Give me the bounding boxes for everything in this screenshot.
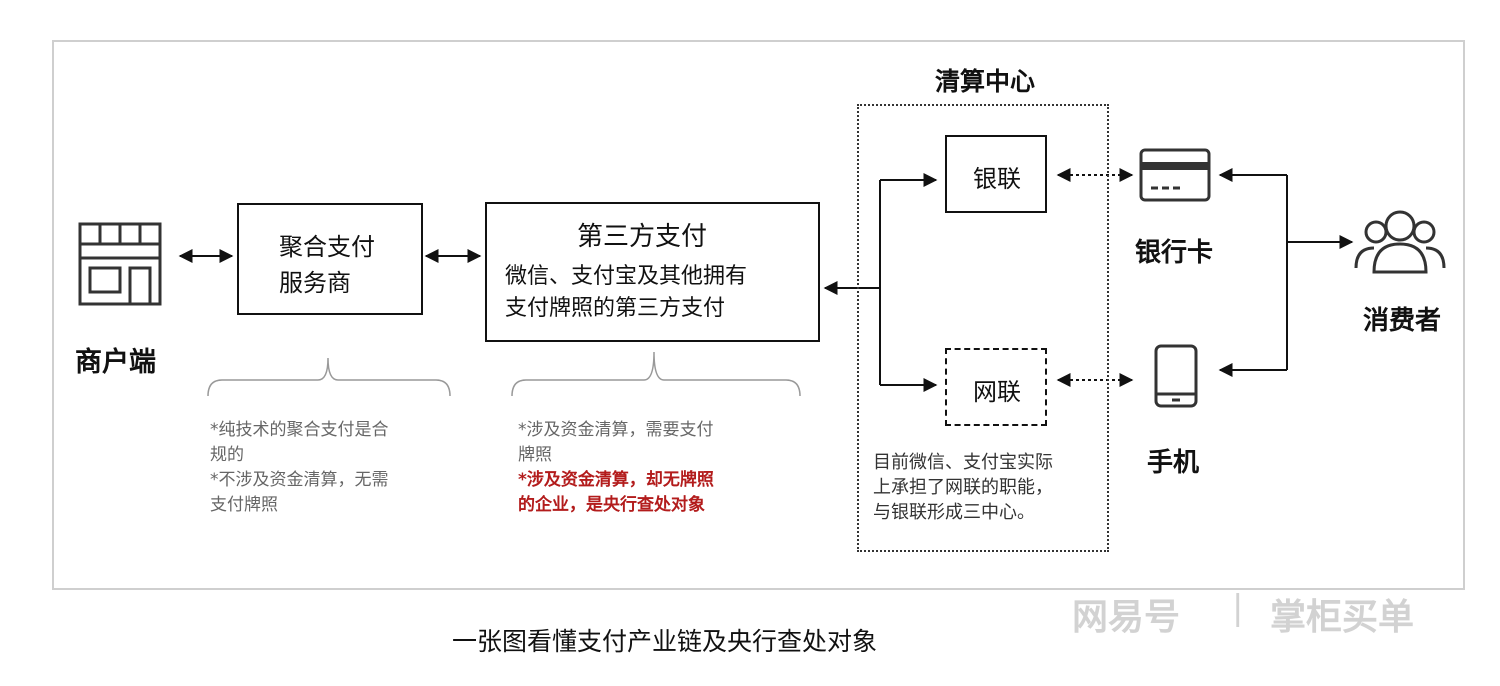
third-party-note-2: 牌照 [518, 445, 552, 465]
aggregator-note-2: 规的 [210, 445, 244, 465]
diagram-frame [52, 40, 1465, 590]
unionpay-label: 银联 [973, 165, 1021, 193]
clearing-note-2: 上承担了网联的职能， [873, 477, 1053, 498]
third-party-notes: *涉及资金清算，需要支付 牌照 *涉及资金清算，却无牌照 的企业，是央行查处对象 [518, 418, 808, 518]
aggregator-line1: 聚合支付 [279, 233, 375, 261]
netunion-label: 网联 [973, 378, 1021, 406]
watermark-right: 掌柜买单 [1270, 597, 1415, 638]
aggregator-box: 聚合支付 服务商 [237, 203, 423, 315]
aggregator-note-3: *不涉及资金清算，无需 [210, 470, 389, 490]
clearing-note-1: 目前微信、支付宝实际 [873, 452, 1053, 473]
third-party-line2: 支付牌照的第三方支付 [505, 296, 726, 321]
watermark-left: 网易号 [1072, 597, 1181, 638]
third-party-box: 第三方支付 微信、支付宝及其他拥有 支付牌照的第三方支付 [485, 202, 820, 342]
watermark-separator: | [1232, 588, 1244, 628]
third-party-title: 第三方支付 [577, 222, 708, 252]
third-party-note-4: 的企业，是央行查处对象 [518, 495, 705, 515]
bank-card-label: 银行卡 [1135, 238, 1214, 268]
aggregator-notes: *纯技术的聚合支付是合 规的 *不涉及资金清算，无需 支付牌照 [210, 418, 460, 518]
aggregator-note-4: 支付牌照 [210, 495, 278, 515]
clearing-center-note: 目前微信、支付宝实际 上承担了网联的职能， 与银联形成三中心。 [873, 450, 1103, 525]
diagram-caption: 一张图看懂支付产业链及央行查处对象 [452, 627, 878, 656]
third-party-line1: 微信、支付宝及其他拥有 [505, 264, 748, 289]
merchant-label: 商户端 [75, 347, 156, 378]
clearing-center-box [857, 104, 1109, 552]
third-party-note-1: *涉及资金清算，需要支付 [518, 420, 714, 440]
netunion-box: 网联 [945, 348, 1047, 426]
brace-thirdparty [511, 351, 801, 397]
clearing-note-3: 与银联形成三中心。 [873, 502, 1035, 523]
aggregator-note-1: *纯技术的聚合支付是合 [210, 420, 389, 440]
third-party-note-3: *涉及资金清算，却无牌照 [518, 470, 714, 490]
consumer-label: 消费者 [1363, 306, 1442, 336]
phone-label: 手机 [1147, 448, 1200, 478]
clearing-center-title: 清算中心 [935, 67, 1036, 96]
aggregator-line2: 服务商 [279, 269, 351, 297]
unionpay-box: 银联 [945, 135, 1047, 213]
storefront-icon [78, 222, 162, 306]
bank-card-icon [1139, 148, 1211, 202]
brace-aggregator [207, 357, 451, 397]
phone-icon [1154, 344, 1198, 408]
users-icon [1354, 210, 1446, 274]
